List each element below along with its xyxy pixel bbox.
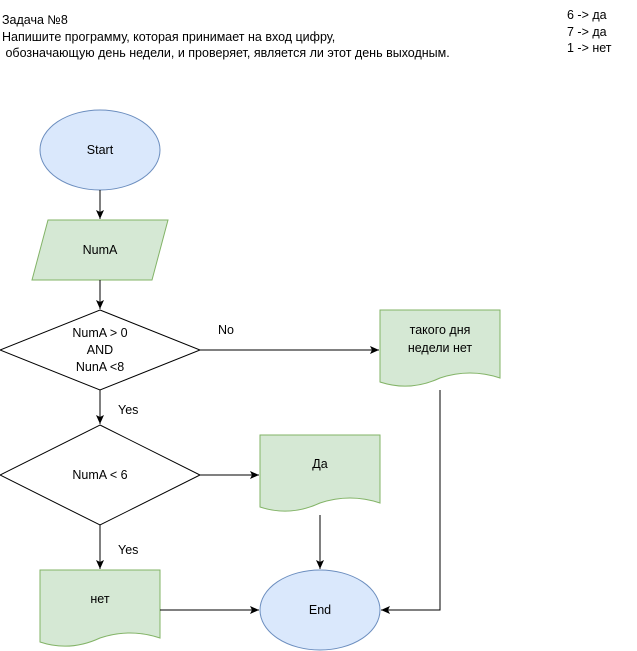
no-day-document: такого дня недели нет [379, 309, 501, 387]
examples: 6 -> да 7 -> да 1 -> нет [567, 7, 612, 57]
arrow-no-day-end [381, 390, 441, 614]
no-day-line-1: такого дня [410, 323, 471, 337]
no-output-label: нет [90, 592, 109, 606]
label-yes-2: Yes [118, 543, 138, 557]
decision-2-label: NumA < 6 [72, 468, 127, 482]
no-day-line-2: недели нет [408, 341, 473, 355]
decision-1-line-1: NumA > 0 [72, 326, 127, 340]
input-node: NumA [31, 219, 169, 281]
end-node: End [259, 569, 381, 651]
yes-output-document: Да [259, 434, 381, 512]
task-title: Задача №8 [2, 13, 68, 27]
decision-2: NumA < 6 [0, 424, 202, 526]
start-label: Start [87, 143, 114, 157]
task-line-2: обозначающую день недели, и проверяет, я… [2, 46, 450, 60]
decision-1-line-3: NunA <8 [76, 360, 124, 374]
decision-1: NumA > 0 AND NunA <8 [0, 309, 202, 391]
input-label: NumA [83, 243, 118, 257]
decision-1-line-2: AND [87, 343, 113, 357]
end-label: End [309, 603, 331, 617]
example-2: 7 -> да [567, 24, 607, 39]
example-3: 1 -> нет [567, 41, 612, 55]
label-yes-1: Yes [118, 403, 138, 417]
no-output-document: нет [39, 569, 161, 647]
label-no: No [218, 323, 234, 337]
start-node: Start [39, 109, 161, 191]
yes-output-label: Да [312, 457, 327, 471]
task-text: Задача №8 Напишите программу, которая пр… [2, 12, 450, 62]
example-1: 6 -> да [567, 8, 607, 22]
task-line-1: Напишите программу, которая принимает на… [2, 29, 336, 44]
